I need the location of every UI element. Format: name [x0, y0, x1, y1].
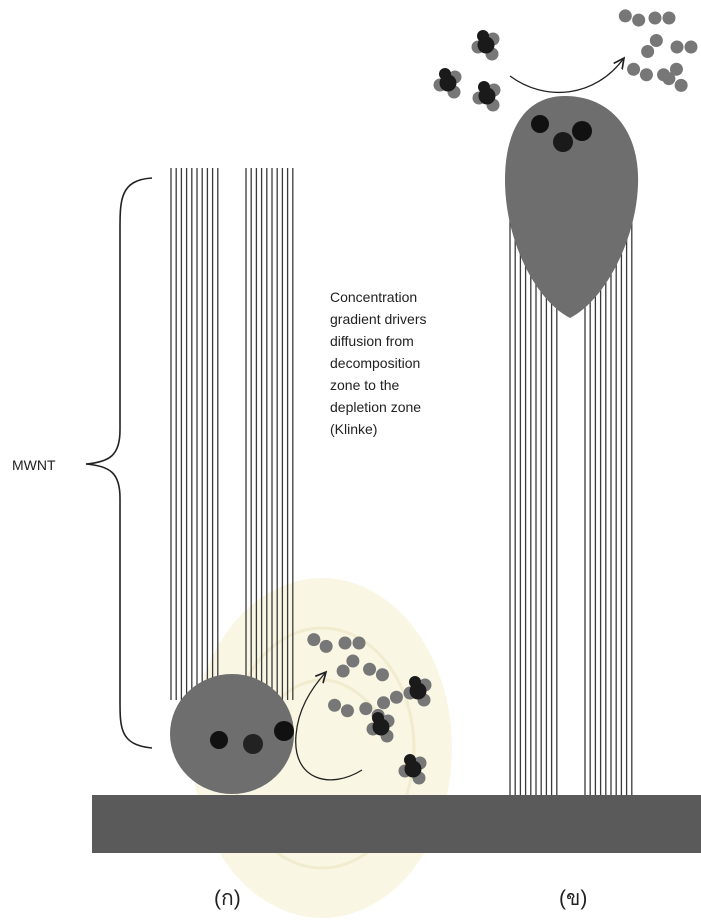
product-atom [675, 79, 688, 92]
product-atom [353, 637, 366, 650]
product-atom [657, 68, 670, 81]
product-atom [320, 640, 333, 653]
feedstock-atom [478, 81, 490, 93]
panel-b-feedstock-molecules [434, 30, 501, 112]
feedstock-atom [404, 754, 416, 766]
panel-b-label: (ข) [559, 887, 587, 910]
catalyst-atom [210, 731, 228, 749]
catalyst-atom [572, 121, 592, 141]
catalyst-atom [243, 734, 263, 754]
product-atom [670, 63, 683, 76]
catalyst-atom [553, 132, 573, 152]
panel-a-nanotube-bundle-left [171, 168, 218, 700]
feedstock-atom [477, 30, 489, 42]
description-line: depletion zone [330, 399, 421, 415]
description-line: diffusion from [330, 333, 414, 349]
product-atom [627, 63, 640, 76]
product-atom [671, 41, 684, 54]
panel-b-diffusion-arrow [510, 58, 624, 92]
product-atom [632, 14, 645, 27]
description-text: Concentration gradient drivers diffusion… [330, 289, 430, 437]
product-atom [376, 668, 389, 681]
product-atom [663, 12, 676, 25]
description-line: Concentration [330, 289, 417, 305]
product-atom [390, 691, 403, 704]
substrate [92, 795, 701, 853]
panel-a-label: (ก) [214, 887, 241, 910]
feedstock-atom [409, 676, 421, 688]
product-atom [363, 663, 376, 676]
product-atom [649, 12, 662, 25]
product-atom [346, 654, 359, 667]
product-atom [619, 9, 632, 22]
product-atom [377, 696, 390, 709]
product-atom [328, 699, 341, 712]
feedstock-atom [439, 68, 451, 80]
product-atom [307, 633, 320, 646]
product-atom [341, 704, 354, 717]
feedstock-atom [372, 712, 384, 724]
product-atom [640, 68, 653, 81]
panel-b-product-molecules [619, 9, 698, 91]
product-atom [641, 45, 654, 58]
product-atom [650, 34, 663, 47]
product-atom [685, 41, 698, 54]
product-atom [337, 665, 350, 678]
catalyst-atom [531, 115, 549, 133]
description-line: gradient drivers [330, 311, 427, 327]
mwnt-brace [86, 178, 152, 748]
description-line: (Klinke) [330, 421, 377, 437]
description-line: zone to the [330, 377, 399, 393]
description-line: decomposition [330, 355, 420, 371]
product-atom [359, 702, 372, 715]
catalyst-atom [274, 721, 294, 741]
product-atom [339, 637, 352, 650]
mwnt-label: MWNT [12, 457, 56, 473]
